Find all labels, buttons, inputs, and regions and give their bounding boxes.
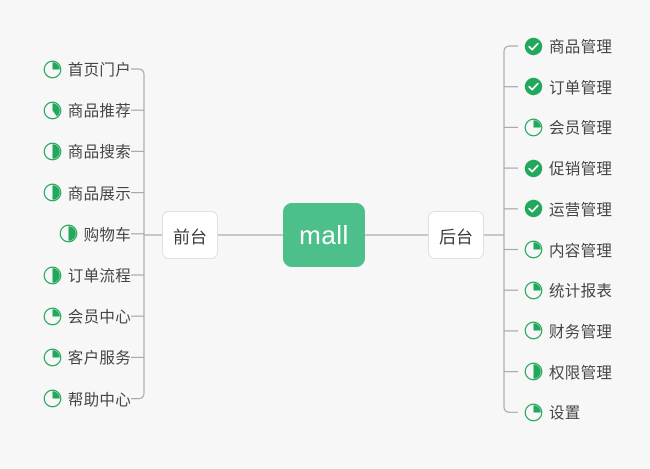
check-circle-icon [524, 77, 543, 96]
branch-node-frontend[interactable]: 前台 [162, 211, 218, 259]
leaf-item-label: 会员管理 [549, 120, 613, 138]
leaf-item-label: 订单管理 [549, 79, 613, 97]
leaf-item-frontend-8[interactable]: 帮助中心 [43, 385, 131, 413]
leaf-item-label: 商品展示 [67, 185, 131, 203]
pie-progress-icon [524, 118, 543, 137]
connector-stub [131, 68, 145, 76]
leaf-item-label: 商品推荐 [67, 103, 131, 121]
pie-progress-icon [43, 307, 62, 326]
leaf-item-backend-9[interactable]: 设置 [524, 398, 581, 426]
check-circle-icon [524, 37, 543, 55]
leaf-item-backend-0[interactable]: 商品管理 [524, 32, 612, 60]
connector-stub [503, 406, 518, 413]
pie-progress-icon [43, 389, 62, 408]
branch-node-backend-label: 后台 [439, 227, 473, 247]
pie-progress-icon [43, 60, 62, 78]
leaf-item-label: 客户服务 [67, 350, 131, 368]
leaf-item-backend-1[interactable]: 订单管理 [524, 73, 612, 101]
leaf-item-label: 会员中心 [67, 309, 131, 327]
leaf-item-frontend-0[interactable]: 首页门户 [43, 55, 131, 83]
connector-stub [503, 45, 518, 53]
pie-progress-icon [59, 224, 77, 243]
check-circle-icon [524, 200, 543, 218]
leaf-item-backend-3[interactable]: 促销管理 [524, 154, 612, 182]
leaf-item-label: 内容管理 [549, 242, 613, 260]
pie-progress-icon [43, 348, 62, 367]
leaf-item-frontend-5[interactable]: 订单流程 [43, 261, 131, 289]
leaf-item-frontend-2[interactable]: 商品搜索 [43, 137, 131, 165]
leaf-item-frontend-3[interactable]: 商品展示 [43, 179, 131, 207]
leaf-item-label: 权限管理 [549, 364, 613, 382]
check-circle-icon [524, 159, 543, 177]
pie-progress-icon [524, 240, 543, 259]
leaf-item-frontend-6[interactable]: 会员中心 [43, 302, 131, 330]
leaf-item-label: 购物车 [83, 226, 131, 244]
leaf-item-label: 财务管理 [549, 323, 613, 341]
leaf-item-label: 商品搜索 [67, 144, 131, 162]
connector-stub [131, 392, 145, 400]
pie-progress-icon [43, 266, 62, 284]
center-node-mall[interactable]: mall [283, 203, 365, 267]
leaf-item-label: 商品管理 [549, 39, 613, 56]
leaf-item-frontend-4[interactable]: 购物车 [59, 220, 131, 248]
pie-progress-icon [43, 183, 62, 202]
leaf-item-label: 统计报表 [549, 283, 613, 301]
pie-progress-icon [524, 362, 543, 381]
leaf-item-backend-7[interactable]: 财务管理 [524, 317, 612, 345]
leaf-item-backend-4[interactable]: 运营管理 [524, 195, 612, 223]
leaf-item-label: 设置 [549, 405, 581, 423]
leaf-item-backend-6[interactable]: 统计报表 [524, 276, 612, 304]
pie-progress-icon [43, 101, 62, 120]
leaf-item-label: 帮助中心 [67, 391, 131, 409]
pie-progress-icon [524, 322, 543, 340]
center-node-label: mall [299, 219, 349, 250]
leaf-item-frontend-7[interactable]: 客户服务 [43, 343, 131, 371]
pie-progress-icon [43, 142, 62, 161]
leaf-item-label: 订单流程 [67, 268, 131, 285]
pie-progress-icon [524, 281, 543, 300]
leaf-item-label: 运营管理 [549, 201, 613, 219]
pie-progress-icon [524, 403, 543, 422]
leaf-item-backend-8[interactable]: 权限管理 [524, 358, 612, 386]
leaf-item-label: 促销管理 [549, 161, 613, 179]
leaf-item-backend-2[interactable]: 会员管理 [524, 113, 612, 141]
branch-node-backend[interactable]: 后台 [428, 211, 484, 259]
leaf-item-label: 首页门户 [67, 62, 131, 79]
branch-node-frontend-label: 前台 [173, 227, 207, 247]
leaf-item-backend-5[interactable]: 内容管理 [524, 236, 612, 264]
leaf-item-frontend-1[interactable]: 商品推荐 [43, 96, 131, 124]
